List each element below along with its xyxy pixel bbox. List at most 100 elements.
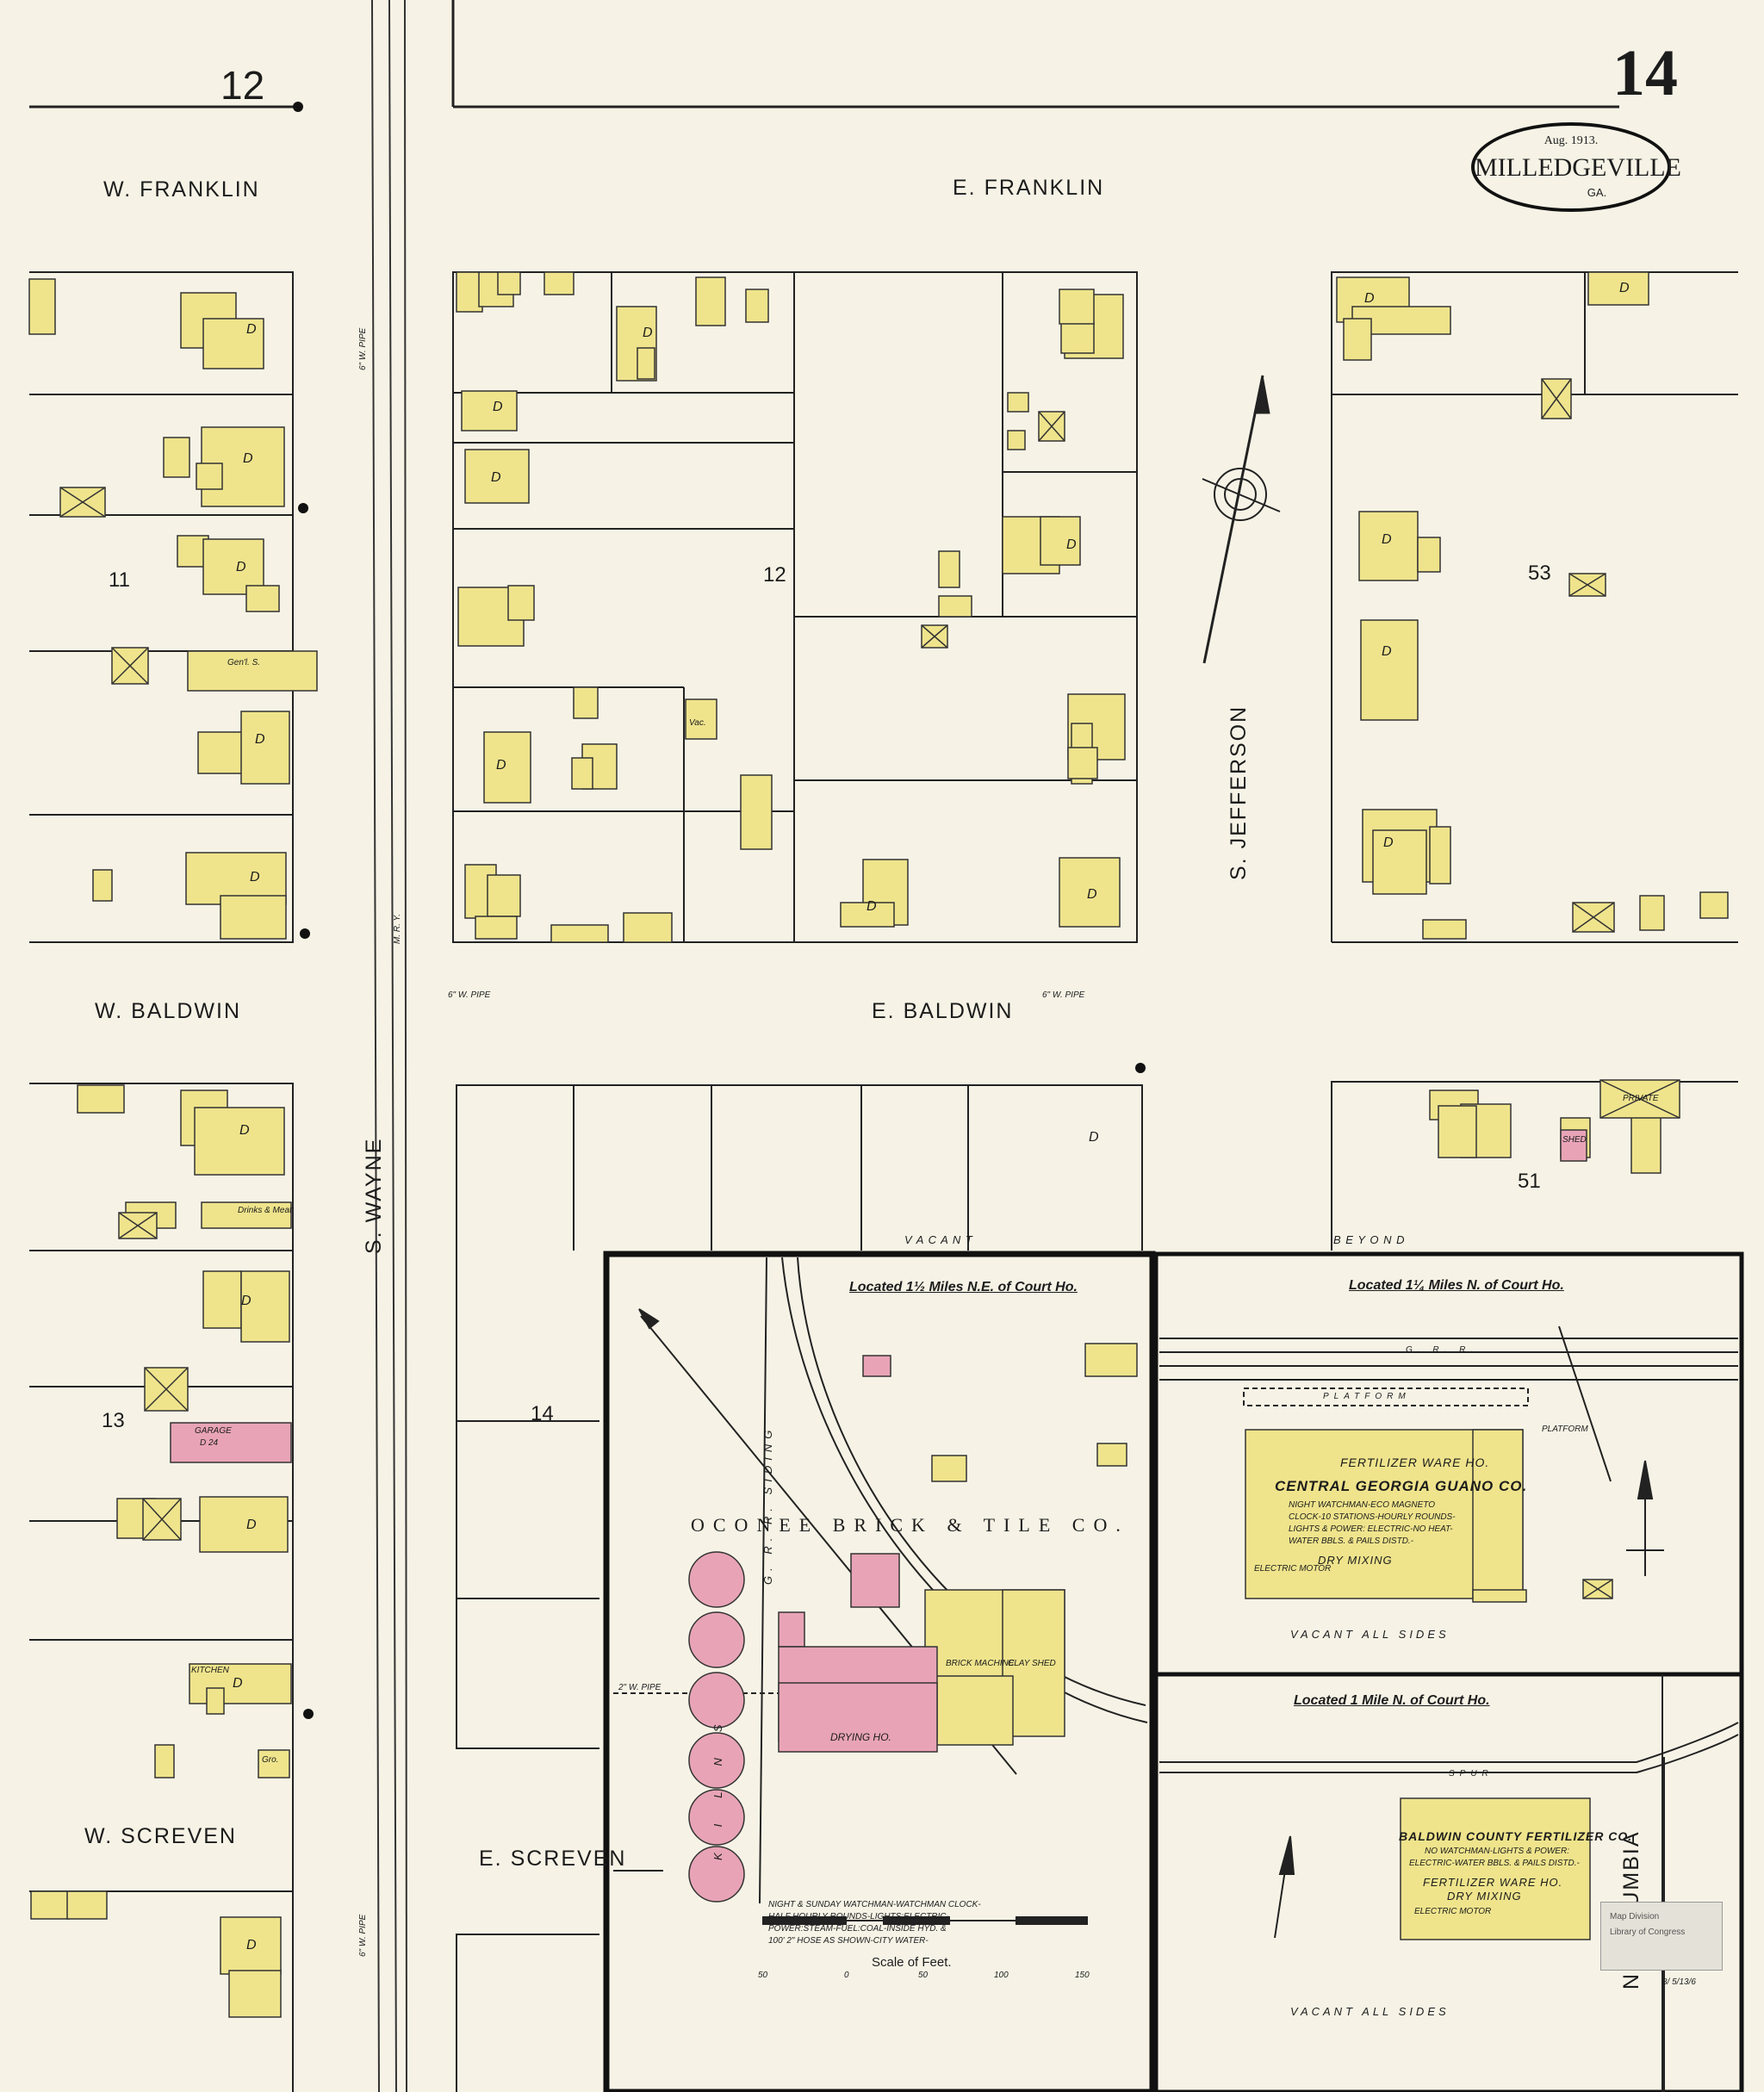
block-number-51: 51: [1518, 1170, 1541, 1193]
central-platform-label: PLATFORM: [1323, 1392, 1411, 1401]
dwelling-marker: D: [1619, 281, 1630, 295]
dwelling-marker: D: [255, 732, 265, 747]
central-title-1: FERTILIZER WARE HO.: [1340, 1456, 1490, 1469]
water-pipe-label-w: 6" W. PIPE: [448, 990, 491, 1000]
scale-title: Scale of Feet.: [872, 1955, 952, 1970]
baldwin-note-1: NO WATCHMAN-LIGHTS & POWER:: [1425, 1847, 1569, 1856]
central-note-4: WATER BBLS. & PAILS DISTD.-: [1289, 1536, 1414, 1546]
central-title-2: CENTRAL GEORGIA GUANO CO.: [1275, 1478, 1528, 1494]
dwelling-marker: D: [250, 870, 260, 885]
sheet-borders: [29, 0, 1619, 109]
oconee-clay-label: CLAY SHED: [1008, 1659, 1056, 1668]
scale-bar: [762, 1916, 1088, 1925]
street-e-screven: E. SCREVEN: [479, 1847, 627, 1871]
railway-track: [371, 0, 407, 2092]
stamp-line-2: Library of Congress: [1610, 1927, 1686, 1937]
central-rail-label: G. R. R.: [1406, 1345, 1479, 1355]
block-number-12: 12: [763, 563, 786, 587]
baldwin-note-2: ELECTRIC-WATER BBLS. & PAILS DISTD.-: [1409, 1859, 1580, 1868]
street-w-franklin: W. FRANKLIN: [103, 177, 260, 202]
central-vacant: VACANT ALL SIDES: [1290, 1628, 1450, 1641]
garage-sub-label: D 24: [200, 1438, 219, 1448]
vacant-lot-label: Vac.: [689, 718, 706, 728]
cartouche-city: MILLEDGEVILLE: [1475, 153, 1681, 182]
inset-frames: [603, 1251, 1744, 2092]
oconee-company-name: OCONEE BRICK & TILE CO.: [691, 1514, 1129, 1536]
dwelling-marker: D: [1066, 537, 1077, 552]
inset-north-arrows: [638, 1308, 1664, 1939]
adjacent-sheet-number: 12: [220, 63, 265, 108]
railway-label: M. R. Y.: [393, 913, 402, 944]
frame-buildings: [28, 271, 1729, 2018]
brick-buildings: [170, 1129, 1587, 1903]
block-number-13: 13: [102, 1409, 125, 1432]
baldwin-title: BALDWIN COUNTY FERTILIZER CO.: [1399, 1829, 1633, 1843]
beyond-label: B E Y O N D: [1333, 1233, 1406, 1246]
dwelling-marker: D: [866, 899, 877, 914]
block-number-53: 53: [1528, 562, 1551, 585]
dwelling-marker: D: [493, 400, 503, 414]
water-pipe-label-v2: 6" W. PIPE: [358, 1914, 368, 1957]
oconee-note-4: 100' 2" HOSE AS SHOWN-CITY WATER-: [768, 1936, 929, 1946]
dwelling-marker: D: [1364, 291, 1375, 306]
dwelling-marker: D: [233, 1676, 243, 1691]
cartouche-state: GA.: [1587, 186, 1607, 199]
central-location: Located 1¼ Miles N. of Court Ho.: [1349, 1278, 1564, 1293]
dwelling-marker: D: [246, 322, 257, 337]
central-note-2: CLOCK-10 STATIONS-HOURLY ROUNDS-: [1289, 1512, 1456, 1522]
baldwin-vacant: VACANT ALL SIDES: [1290, 2005, 1450, 2018]
water-pipe-label-v: 6" W. PIPE: [358, 327, 368, 370]
dwelling-marker: D: [246, 1518, 257, 1532]
sheet-number: 14: [1612, 37, 1678, 109]
gents-label: Gen'l. S.: [227, 658, 261, 667]
fire-hydrants: [293, 102, 1146, 1719]
oconee-note-2: HALF HOURLY ROUNDS-LIGHTS:ELECTRIC-: [768, 1912, 949, 1921]
oconee-note-1: NIGHT & SUNDAY WATCHMAN-WATCHMAN CLOCK-: [768, 1900, 981, 1909]
dwelling-marker: D: [239, 1123, 250, 1138]
scale-tick: 150: [1075, 1971, 1090, 1980]
central-motor: ELECTRIC MOTOR: [1254, 1564, 1332, 1574]
street-e-franklin: E. FRANKLIN: [953, 176, 1105, 200]
dwelling-marker: D: [496, 758, 506, 773]
oconee-location: Located 1½ Miles N.E. of Court Ho.: [849, 1280, 1078, 1294]
oconee-drying-label: DRYING HO.: [830, 1731, 891, 1743]
compass-rose: [1202, 375, 1281, 664]
shed-label: SHED: [1562, 1135, 1587, 1145]
private-label: PRIVATE: [1623, 1094, 1659, 1103]
central-inset-rails: [1159, 1325, 1738, 1482]
street-w-screven: W. SCREVEN: [84, 1824, 237, 1848]
dwelling-marker: D: [1383, 835, 1394, 850]
street-e-baldwin: E. BALDWIN: [872, 999, 1014, 1023]
city-cartouche: Aug. 1913. MILLEDGEVILLE GA.: [1471, 122, 1681, 212]
vacant-label: V A C A N T: [904, 1233, 973, 1246]
dwelling-marker: D: [1382, 532, 1392, 547]
library-stamp: Map Division Library of Congress: [1600, 1902, 1723, 1971]
dwelling-marker: D: [241, 1294, 252, 1308]
scale-tick: 100: [994, 1971, 1009, 1980]
scale-tick: 50: [918, 1971, 929, 1980]
baldwin-dry-mixing: DRY MIXING: [1447, 1890, 1522, 1903]
water-pipe-label-e: 6" W. PIPE: [1042, 990, 1085, 1000]
stamp-line-1: Map Division: [1610, 1912, 1660, 1921]
central-dry-mixing: DRY MIXING: [1318, 1554, 1393, 1567]
dwelling-marker: D: [236, 560, 246, 574]
central-note-1: NIGHT WATCHMAN-ECO MAGNETO: [1289, 1500, 1435, 1510]
oconee-note-3: POWER:STEAM-FUEL:COAL-INSIDE HYD. &: [768, 1924, 947, 1934]
dwelling-marker: D: [1382, 644, 1392, 659]
drinks-label: Drinks & Meat: [238, 1206, 292, 1215]
x-outbuildings: [59, 378, 1680, 1599]
dwelling-marker: D: [243, 451, 253, 466]
cartouche-date: Aug. 1913.: [1544, 134, 1599, 147]
scale-tick: 50: [758, 1971, 768, 1980]
oconee-siding-label: G. R. R. SIDING: [761, 1425, 774, 1585]
block-number-11: 11: [109, 568, 130, 592]
street-s-wayne: S. WAYNE: [362, 1137, 386, 1254]
dwelling-marker: D: [643, 326, 653, 340]
dwelling-marker: D: [246, 1938, 257, 1952]
garage-label: GARAGE: [195, 1426, 232, 1436]
dwelling-marker: D: [1087, 887, 1097, 902]
central-platform2-label: PLATFORM: [1542, 1425, 1588, 1434]
oconee-machine-label: BRICK MACHINE: [946, 1659, 1015, 1668]
kitchen-label: KITCHEN: [191, 1666, 229, 1675]
central-note-3: LIGHTS & POWER: ELECTRIC-NO HEAT-: [1289, 1524, 1453, 1534]
